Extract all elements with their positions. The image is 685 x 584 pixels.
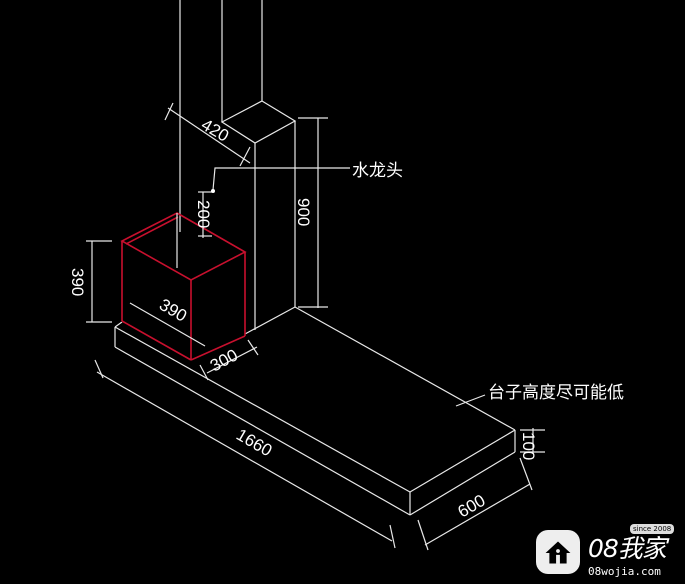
pillar bbox=[179, 0, 297, 335]
label-faucet: 水龙头 bbox=[352, 161, 403, 181]
house-icon bbox=[536, 530, 580, 574]
dim-600: 600 bbox=[455, 491, 489, 522]
leaders bbox=[211, 167, 486, 407]
basin bbox=[120, 212, 247, 361]
dim-100: 100 bbox=[519, 432, 538, 460]
watermark-logo: since 2008 08我家 08wojia.com bbox=[530, 524, 685, 580]
watermark-since: since 2008 bbox=[630, 524, 675, 534]
watermark-url: 08wojia.com bbox=[588, 565, 661, 578]
dim-1660: 1660 bbox=[233, 425, 275, 460]
dim-200: 200 bbox=[194, 200, 213, 228]
label-counter-note: 台子高度尽可能低 bbox=[488, 383, 624, 403]
dim-390-height: 390 bbox=[68, 268, 87, 296]
dim-900: 900 bbox=[294, 198, 313, 226]
counter-slab bbox=[114, 306, 516, 516]
dimension-lines bbox=[86, 102, 545, 551]
watermark-name: 08我家 bbox=[588, 534, 667, 563]
